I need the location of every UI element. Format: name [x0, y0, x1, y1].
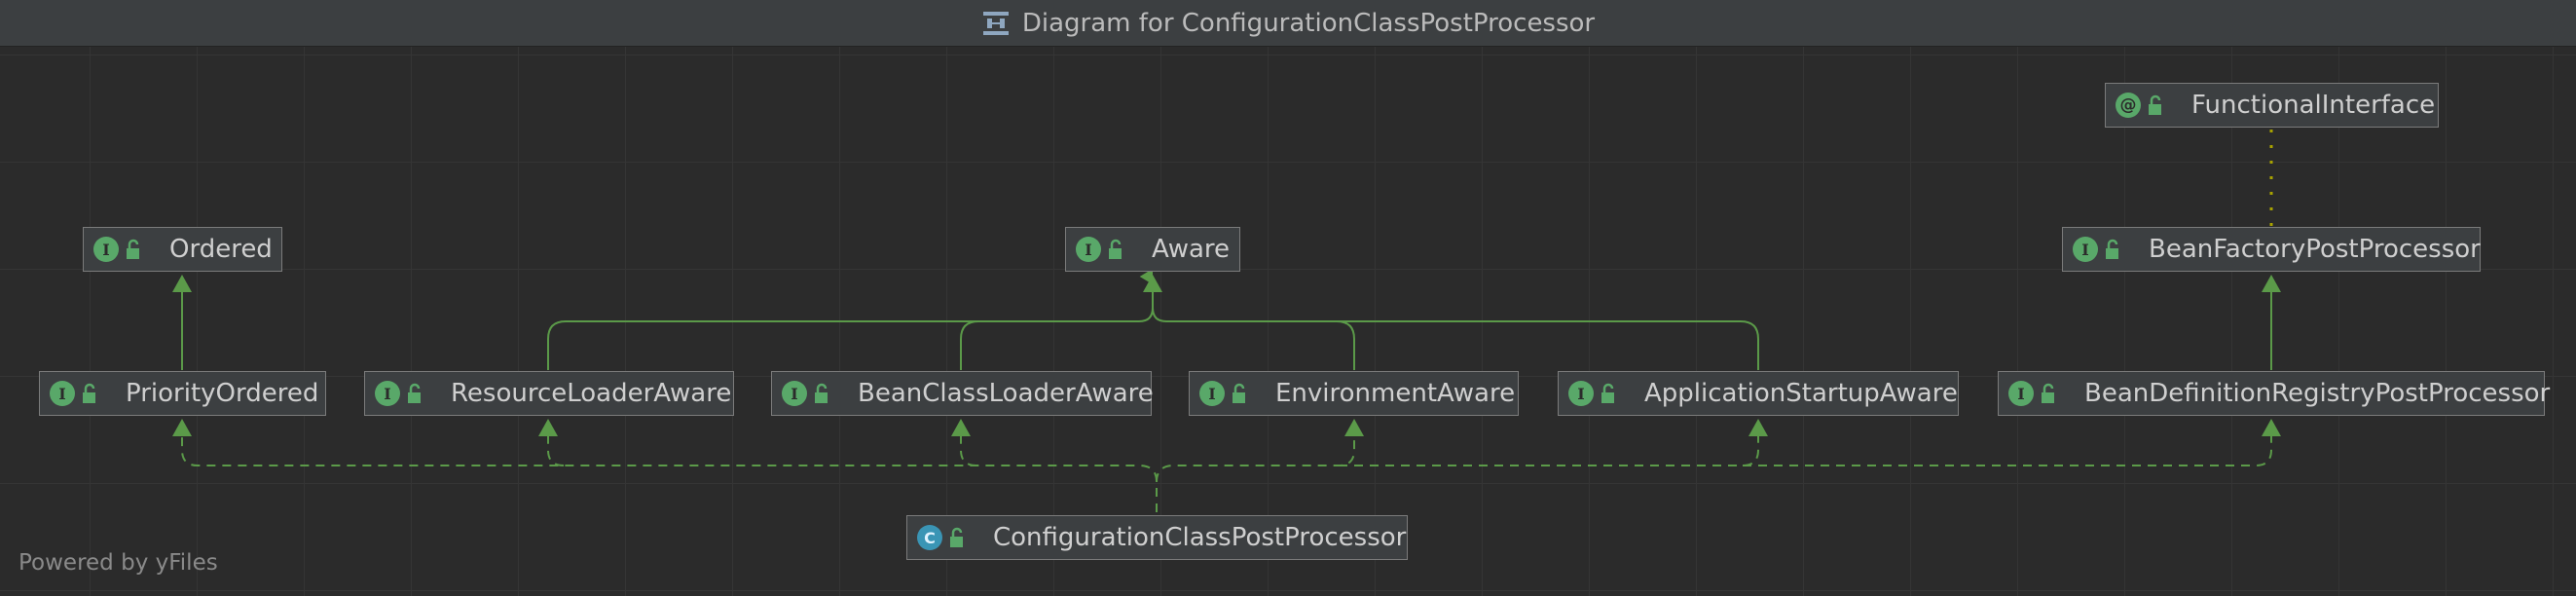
- node-label: BeanFactoryPostProcessor: [2149, 235, 2481, 264]
- edge-ccpp-to-bean-class-loader-aware: [960, 436, 977, 466]
- unlock-icon: [1109, 239, 1122, 259]
- unlock-icon: [950, 527, 963, 547]
- unlock-icon: [1601, 383, 1614, 403]
- unlock-icon: [83, 383, 95, 403]
- interface-badge-icon: I: [2008, 381, 2034, 406]
- node-label: BeanClassLoaderAware: [858, 379, 1154, 408]
- unlock-icon: [815, 383, 828, 403]
- edge-application-startup-aware-to-aware: [1166, 320, 1759, 370]
- interface-badge-icon: I: [1076, 237, 1101, 262]
- node-ordered[interactable]: I Ordered: [83, 227, 282, 272]
- interface-badge-icon: I: [50, 381, 75, 406]
- interface-badge-icon: I: [93, 237, 119, 262]
- node-environment-aware[interactable]: I EnvironmentAware: [1189, 371, 1519, 416]
- interface-badge-icon: I: [782, 381, 807, 406]
- diagram-icon: [982, 11, 1009, 35]
- unlock-icon: [408, 383, 421, 403]
- node-configuration-class-post-processor[interactable]: C ConfigurationClassPostProcessor: [906, 515, 1408, 560]
- unlock-icon: [2106, 239, 2118, 259]
- node-label: ResourceLoaderAware: [451, 379, 732, 408]
- edge-ccpp-to-resource-loader-aware: [547, 436, 565, 466]
- node-label: EnvironmentAware: [1275, 379, 1516, 408]
- node-functional-interface[interactable]: @ FunctionalInterface: [2105, 83, 2439, 128]
- edge-bean-class-loader-aware-to-aware: [960, 320, 1139, 370]
- node-label: Ordered: [169, 235, 273, 264]
- title-bar: Diagram for ConfigurationClassPostProces…: [0, 0, 2576, 47]
- node-label: Aware: [1152, 235, 1231, 264]
- node-label: ApplicationStartupAware: [1644, 379, 1958, 408]
- window-title: Diagram for ConfigurationClassPostProces…: [1021, 8, 1596, 38]
- node-label: ConfigurationClassPostProcessor: [993, 523, 1407, 552]
- annotation-badge-icon: @: [2116, 93, 2141, 118]
- interface-badge-icon: I: [1568, 381, 1594, 406]
- edge-environment-aware-to-aware: [1152, 307, 1355, 370]
- unlock-icon: [127, 239, 139, 259]
- node-label: FunctionalInterface: [2191, 91, 2436, 120]
- node-label: BeanDefinitionRegistryPostProcessor: [2084, 379, 2551, 408]
- node-priority-ordered[interactable]: I PriorityOrdered: [39, 371, 326, 416]
- interface-badge-icon: I: [2073, 237, 2098, 262]
- node-application-startup-aware[interactable]: I ApplicationStartupAware: [1558, 371, 1959, 416]
- interface-badge-icon: I: [1199, 381, 1225, 406]
- powered-by-label: Powered by yFiles: [18, 550, 218, 576]
- node-bean-class-loader-aware[interactable]: I BeanClassLoaderAware: [771, 371, 1154, 416]
- edge-ccpp-to-priority-ordered: [181, 436, 1158, 512]
- edge-ccpp-to-bdrpp: [1743, 436, 2272, 466]
- class-badge-icon: C: [917, 525, 942, 550]
- unlock-icon: [2149, 94, 2161, 115]
- node-bean-definition-registry-post-processor[interactable]: I BeanDefinitionRegistryPostProcessor: [1998, 371, 2550, 416]
- unlock-icon: [1233, 383, 1245, 403]
- edge-ccpp-to-application-startup-aware: [1339, 436, 1759, 466]
- interface-badge-icon: I: [375, 381, 400, 406]
- edge-resource-loader-aware-to-aware: [547, 277, 1154, 370]
- unlock-icon: [2042, 383, 2054, 403]
- node-aware[interactable]: I Aware: [1065, 227, 1240, 272]
- node-label: PriorityOrdered: [126, 379, 319, 408]
- node-bean-factory-post-processor[interactable]: I BeanFactoryPostProcessor: [2062, 227, 2481, 272]
- node-resource-loader-aware[interactable]: I ResourceLoaderAware: [364, 371, 734, 416]
- edge-ccpp-to-environment-aware: [1156, 436, 1355, 483]
